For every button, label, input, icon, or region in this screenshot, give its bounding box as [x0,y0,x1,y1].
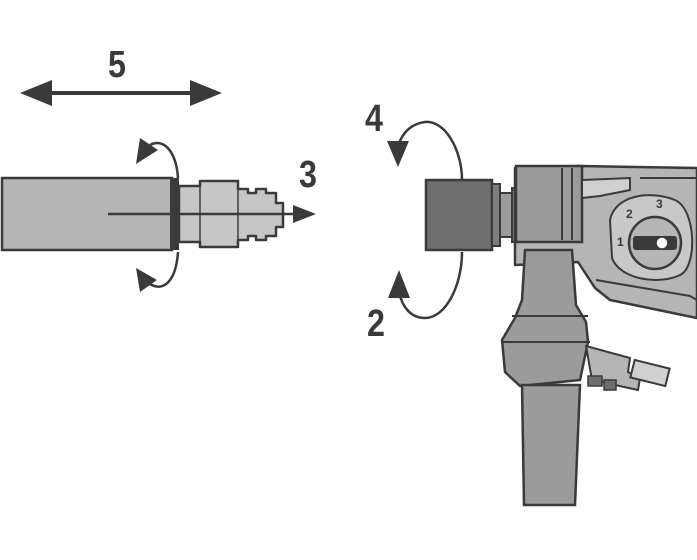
step-label-5: 5 [108,44,126,86]
selector-position-1: 1 [617,235,624,249]
slide-double-arrow [20,80,222,106]
selector-position-2: 2 [626,207,633,221]
drill-chuck [424,178,523,252]
step-label-3: 3 [299,154,317,196]
rotation-arrow-4 [387,120,464,181]
insert-axis-arrow [108,205,316,223]
step-label-4: 4 [365,98,383,140]
twist-arrow-left [136,138,180,292]
mode-selector-dial [608,194,694,281]
side-handle [500,248,590,507]
selector-position-3: 3 [656,197,663,211]
rotation-arrow-2 [388,251,464,320]
step-label-2: 2 [367,303,385,345]
handle-lock-knob [584,344,671,392]
